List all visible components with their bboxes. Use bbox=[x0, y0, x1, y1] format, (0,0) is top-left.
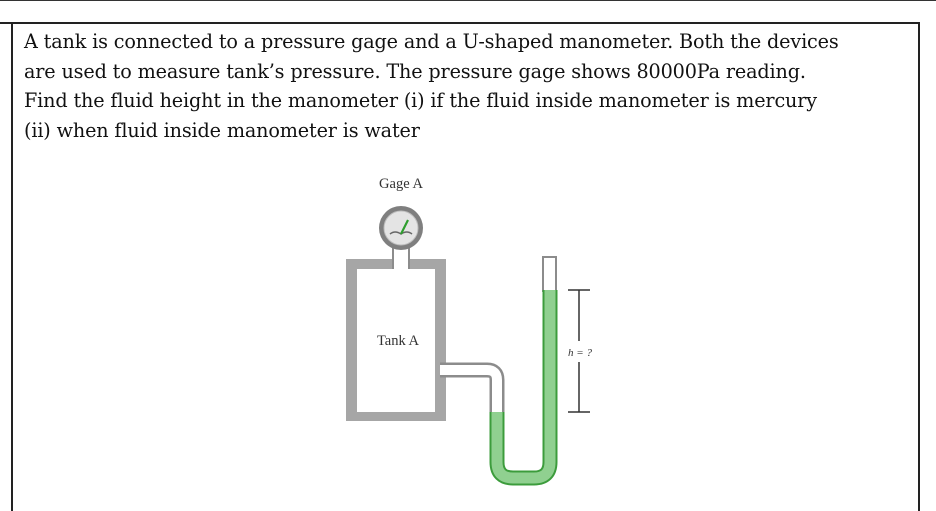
gage-dial-icon bbox=[379, 206, 423, 250]
left-rule-tick bbox=[0, 22, 12, 24]
top-rule bbox=[0, 0, 936, 1]
problem-line-4: (ii) when fluid inside manometer is wate… bbox=[24, 118, 420, 142]
tank-label: Tank A bbox=[377, 333, 420, 349]
problem-statement: A tank is connected to a pressure gage a… bbox=[24, 27, 916, 145]
connecting-pipe-bore bbox=[440, 365, 502, 412]
problem-line-1: A tank is connected to a pressure gage a… bbox=[24, 30, 839, 53]
problem-line-3: Find the fluid height in the manometer (… bbox=[24, 89, 817, 113]
u-tube-outline bbox=[489, 290, 558, 486]
gage-label: Gage A bbox=[379, 176, 423, 192]
tank-interior bbox=[357, 269, 435, 412]
height-dimension bbox=[568, 289, 590, 413]
tank-gage-port bbox=[394, 258, 408, 270]
problem-line-2: are used to measure tank’s pressure. The… bbox=[24, 59, 806, 83]
manometer-fluid bbox=[491, 290, 556, 484]
question-frame bbox=[11, 22, 920, 511]
height-label: h = ? bbox=[568, 347, 592, 359]
connecting-pipe-outline bbox=[440, 362, 505, 412]
open-tube-top bbox=[542, 256, 557, 292]
